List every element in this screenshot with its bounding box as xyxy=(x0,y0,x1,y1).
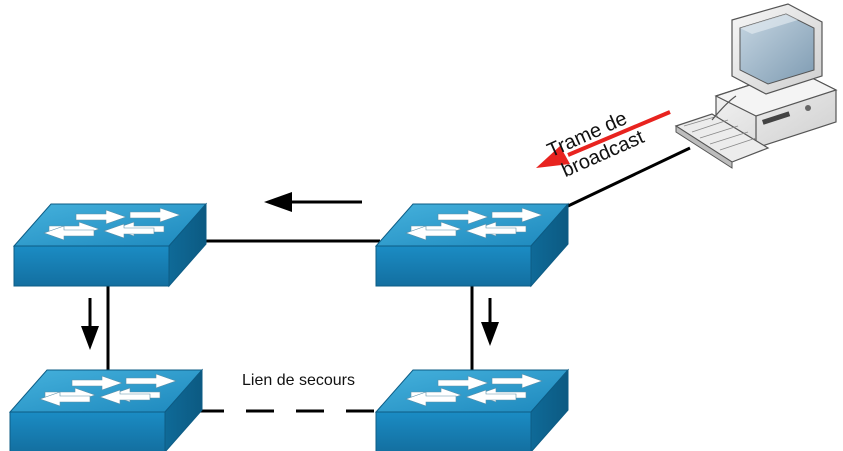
desktop-computer-icon xyxy=(674,3,838,169)
network-switch-icon xyxy=(13,203,207,287)
workstation xyxy=(674,3,838,169)
network-switch-icon xyxy=(375,369,569,451)
switch-bottom-right xyxy=(375,369,569,451)
flow-arrow-down-right-icon xyxy=(481,298,499,346)
link-switch-to-workstation xyxy=(567,146,691,208)
backup-link-label: Lien de secours xyxy=(242,372,355,389)
network-switch-icon xyxy=(375,203,569,287)
flow-arrows xyxy=(81,192,499,350)
flow-arrow-left-icon xyxy=(264,192,362,212)
broadcast-frame-annotation: Trame de broadcast xyxy=(536,107,671,182)
links xyxy=(106,146,691,413)
switch-top-left xyxy=(13,203,207,287)
switch-top-right xyxy=(375,203,569,287)
flow-arrow-down-left-icon xyxy=(81,298,99,350)
switch-bottom-left xyxy=(9,369,203,451)
network-switch-icon xyxy=(9,369,203,451)
broadcast-arrow-icon xyxy=(536,110,671,168)
